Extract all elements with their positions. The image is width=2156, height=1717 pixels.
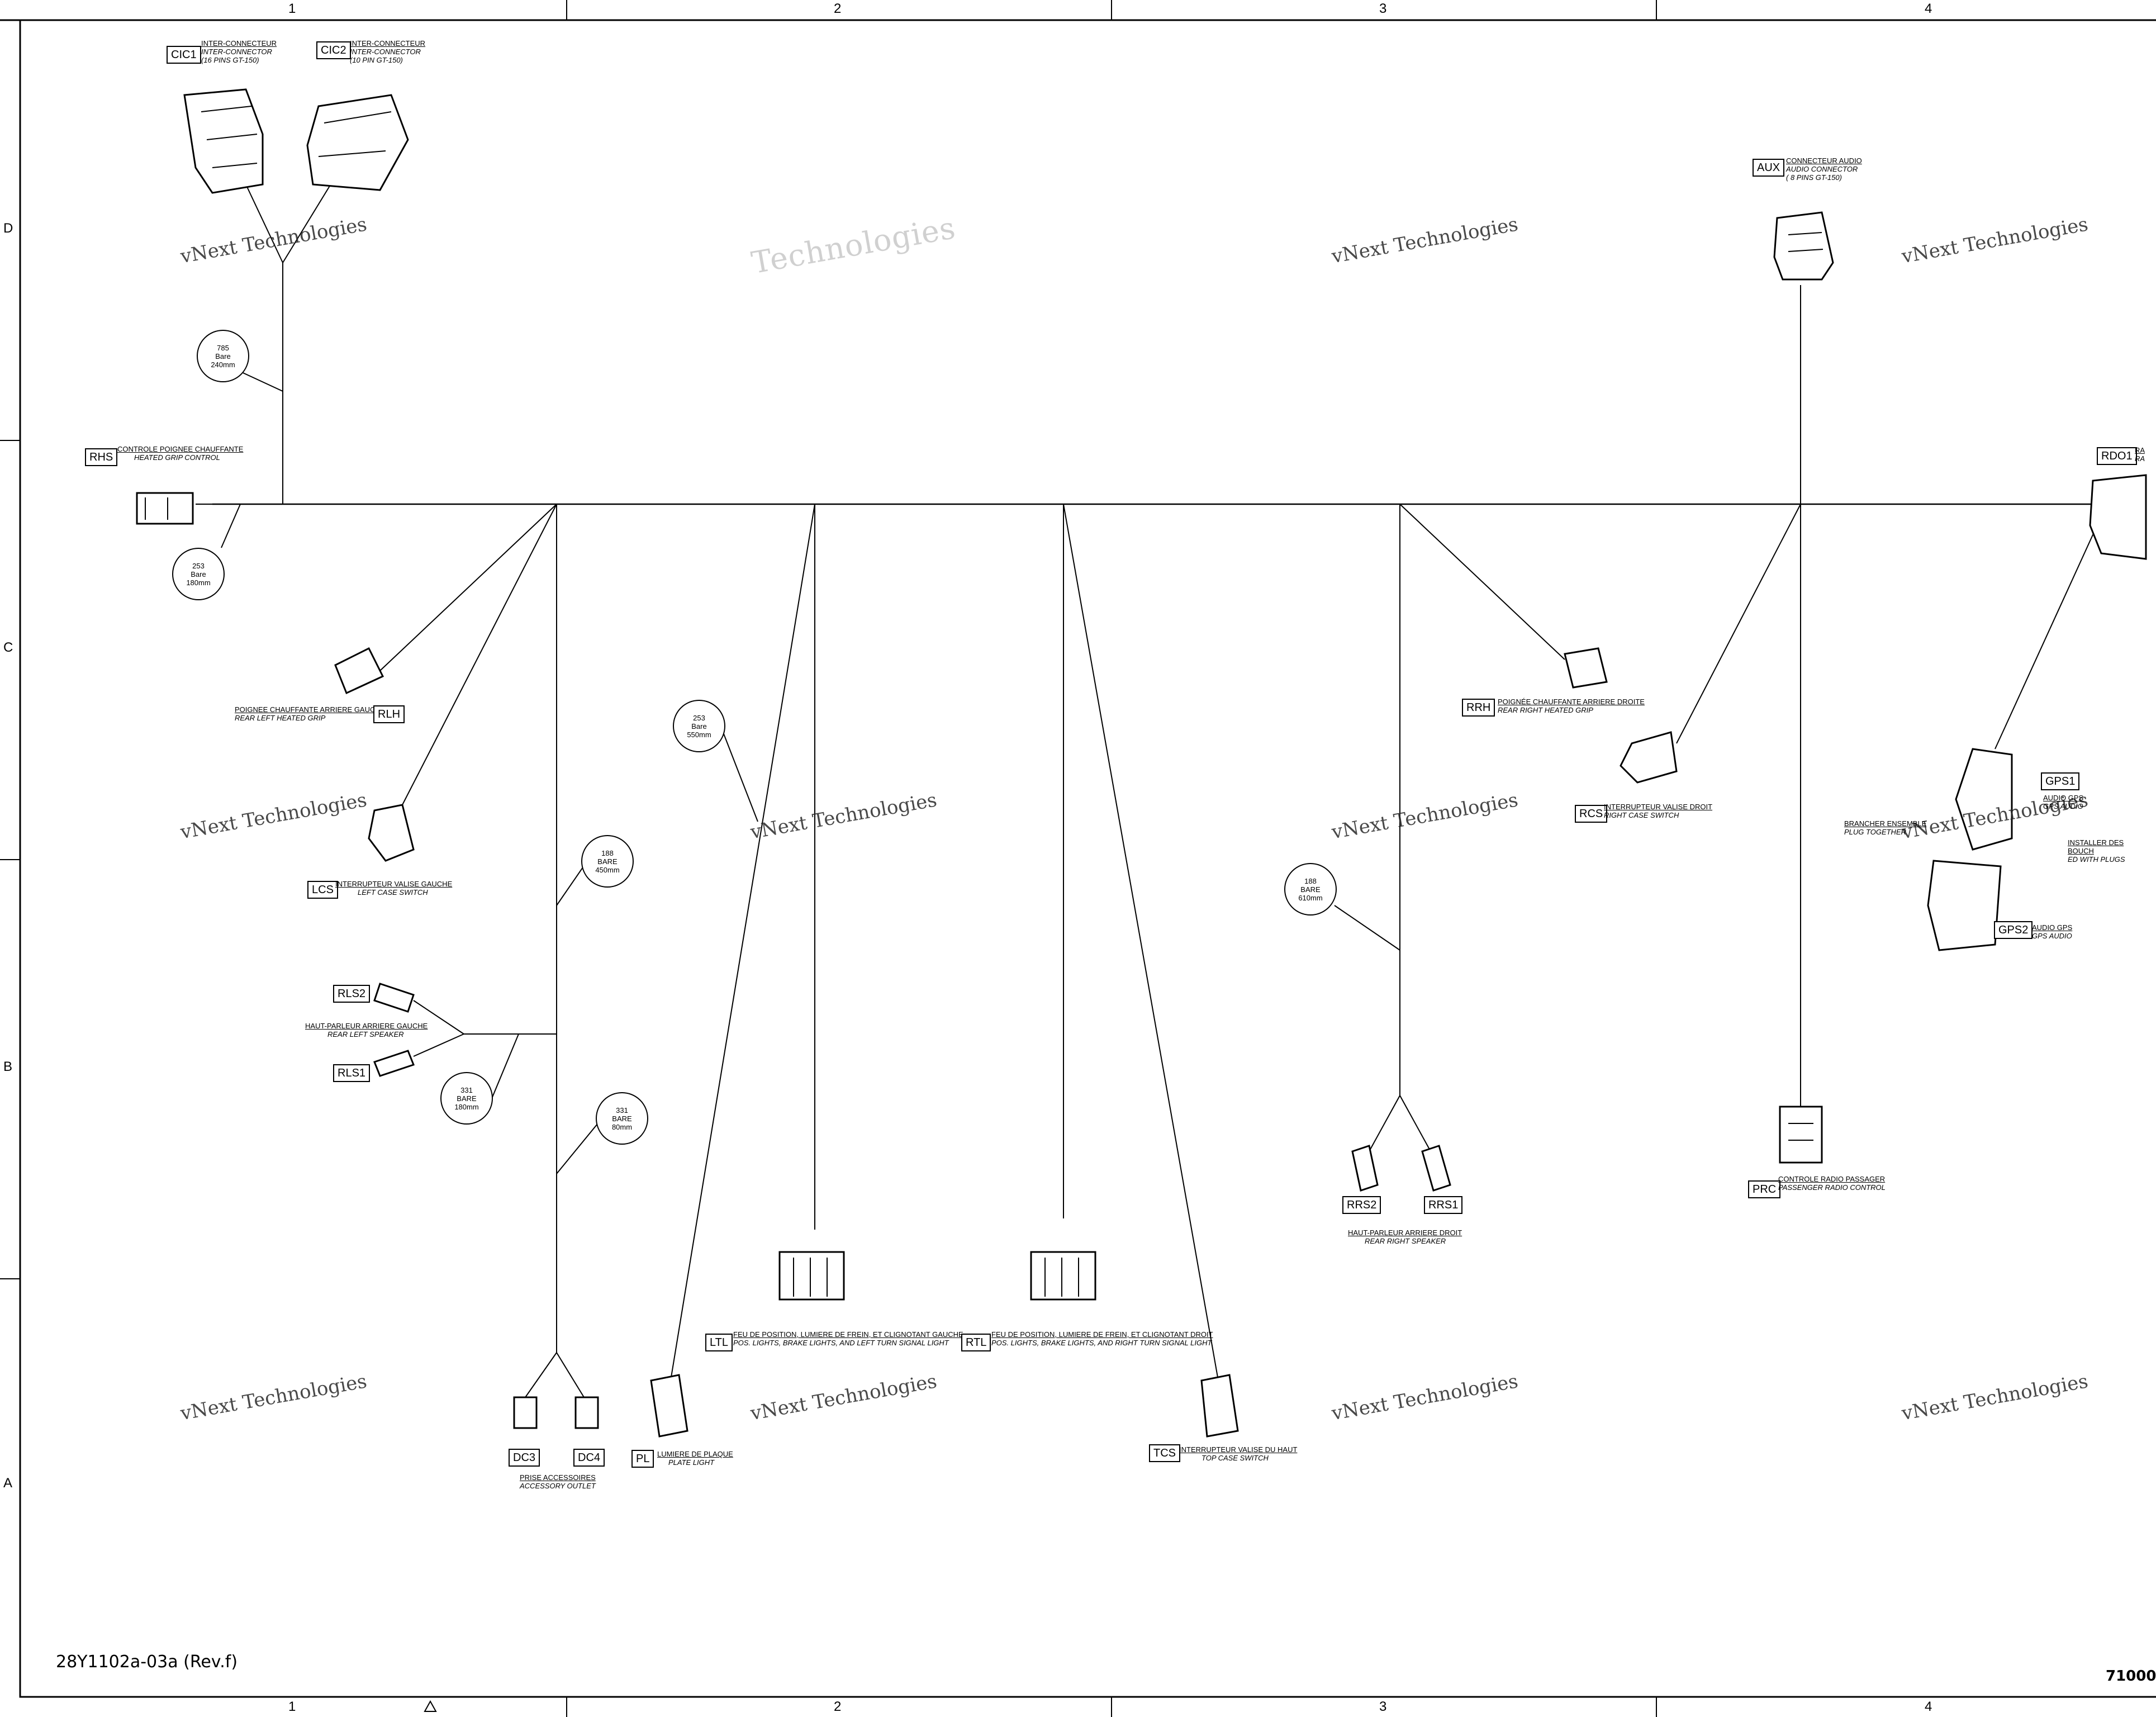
row-label-c: C xyxy=(3,640,13,655)
column-label-3: 3 xyxy=(1379,1,1387,16)
connector-prc-shape xyxy=(1779,1106,1823,1164)
connector-label-tcs: INTERRUPTEUR VALISE DU HAUT TOP CASE SWI… xyxy=(1179,1445,1298,1462)
connector-code-cic2: CIC2 xyxy=(316,41,351,59)
connector-code-rtl: RTL xyxy=(961,1334,991,1351)
connector-label-ltl: FEU DE POSITION, LUMIERE DE FREIN, ET CL… xyxy=(733,1330,963,1347)
row-label-a: A xyxy=(3,1476,13,1491)
connector-code-dc3: DC3 xyxy=(509,1449,540,1467)
column-label-3-bottom: 3 xyxy=(1379,1699,1387,1714)
connector-rlh-shape xyxy=(334,647,384,695)
plug-together-note: BRANCHER ENSEMBLE PLUG TOGETHER xyxy=(1844,819,1927,836)
connector-dc4-shape xyxy=(574,1396,599,1429)
row-label-d: D xyxy=(3,221,13,236)
connector-label-rrh: POIGNÉE CHAUFFANTE ARRIERE DROITE REAR R… xyxy=(1498,698,1645,714)
plug-install-note: INSTALLER DES BOUCH ED WITH PLUGS xyxy=(2068,838,2125,864)
connector-code-rlh: RLH xyxy=(373,705,405,723)
connector-rtl-shape xyxy=(1030,1251,1096,1301)
connector-code-lcs: LCS xyxy=(307,881,338,899)
document-reference: 28Y1102a-03a (Rev.f) xyxy=(56,1652,238,1672)
connector-code-tcs: TCS xyxy=(1149,1444,1180,1462)
connector-label-rdo1: RA RA xyxy=(2135,446,2145,463)
connector-rrh-shape xyxy=(1564,647,1608,689)
connector-label-rtl: FEU DE POSITION, LUMIERE DE FREIN, ET CL… xyxy=(991,1330,1213,1347)
connector-lcs-shape xyxy=(368,804,415,862)
connector-label-rrs: HAUT-PARLEUR ARRIERE DROIT REAR RIGHT SP… xyxy=(1348,1229,1462,1245)
connector-label-rcs: INTERRUPTEUR VALISE DROIT RIGHT CASE SWI… xyxy=(1604,803,1713,819)
connector-code-rls1: RLS1 xyxy=(333,1064,371,1082)
connector-code-gps2: GPS2 xyxy=(1994,921,2033,939)
connector-code-rhs: RHS xyxy=(85,448,118,466)
connector-label-prc: CONTROLE RADIO PASSAGER PASSENGER RADIO … xyxy=(1778,1175,1886,1192)
connector-cic1-shape xyxy=(183,88,264,194)
column-label-1: 1 xyxy=(288,1,296,16)
connector-rdo1-shape xyxy=(2089,474,2147,560)
connector-label-rls: HAUT-PARLEUR ARRIERE GAUCHE REAR LEFT SP… xyxy=(305,1022,428,1038)
connector-gps1-shape xyxy=(1955,748,2013,851)
connector-dc3-shape xyxy=(513,1396,538,1429)
connector-label-lcs: INTERRUPTEUR VALISE GAUCHE LEFT CASE SWI… xyxy=(335,880,453,897)
document-code: 71000 xyxy=(2106,1668,2156,1685)
connector-pl-shape xyxy=(650,1374,688,1438)
connector-code-rrh: RRH xyxy=(1462,699,1495,717)
connector-rls1-shape xyxy=(373,1050,415,1077)
column-label-1-bottom: 1 xyxy=(288,1699,296,1714)
connector-cic2-shape xyxy=(306,94,409,191)
connector-code-rrs1: RRS1 xyxy=(1424,1196,1463,1214)
column-label-4-bottom: 4 xyxy=(1925,1699,1932,1714)
connector-code-rls2: RLS2 xyxy=(333,985,371,1003)
connector-label-rhs: CONTROLE POIGNEE CHAUFFANTE HEATED GRIP … xyxy=(117,445,244,462)
connector-label-pl: LUMIERE DE PLAQUE PLATE LIGHT xyxy=(657,1450,733,1467)
connector-code-pl: PL xyxy=(631,1450,654,1468)
connector-code-aux: AUX xyxy=(1753,159,1785,177)
connector-rrs2-shape xyxy=(1351,1145,1379,1192)
connector-rls2-shape xyxy=(373,983,415,1013)
connector-label-dc: PRISE ACCESSOIRES ACCESSORY OUTLET xyxy=(520,1473,596,1490)
connector-label-rlh: POIGNEE CHAUFFANTE ARRIERE GAUCHE REAR L… xyxy=(235,705,386,722)
drawing-border xyxy=(19,19,2156,1698)
connector-label-cic2: INTER-CONNECTEUR INTER-CONNECTOR (10 PIN… xyxy=(350,39,426,64)
connector-rcs-shape xyxy=(1620,731,1678,784)
connector-code-prc: PRC xyxy=(1748,1180,1781,1198)
connector-label-gps2: AUDIO GPS GPS AUDIO xyxy=(2032,923,2073,940)
connector-code-rdo1: RDO1 xyxy=(2097,447,2137,465)
connector-aux-shape xyxy=(1773,211,1834,281)
connector-gps2-shape xyxy=(1927,860,2002,951)
column-label-2-bottom: 2 xyxy=(834,1699,842,1714)
connector-code-dc4: DC4 xyxy=(573,1449,605,1467)
connector-label-cic1: INTER-CONNECTEUR INTER-CONNECTOR (16 PIN… xyxy=(201,39,277,64)
connector-rhs-shape xyxy=(136,492,194,525)
column-label-4: 4 xyxy=(1925,1,1932,16)
connector-code-rcs: RCS xyxy=(1575,805,1608,823)
connector-tcs-shape xyxy=(1200,1374,1239,1438)
connector-code-rrs2: RRS2 xyxy=(1342,1196,1381,1214)
connector-code-cic1: CIC1 xyxy=(167,46,201,64)
connector-rrs1-shape xyxy=(1421,1145,1451,1192)
row-label-b: B xyxy=(3,1059,13,1074)
connector-code-ltl: LTL xyxy=(705,1334,733,1351)
connector-code-gps1: GPS1 xyxy=(2041,772,2080,790)
connector-label-aux: CONNECTEUR AUDIO AUDIO CONNECTOR ( 8 PIN… xyxy=(1786,156,1862,182)
connector-ltl-shape xyxy=(778,1251,845,1301)
connector-label-gps1: AUDIO GPS GPS AUDIO xyxy=(2043,794,2084,810)
column-label-2: 2 xyxy=(834,1,842,16)
